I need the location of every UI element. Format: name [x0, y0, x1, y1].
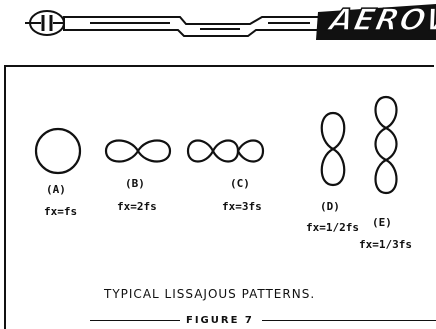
figure-frame	[4, 65, 434, 329]
pattern-a-letter: (A)	[46, 183, 66, 196]
pattern-e-letter: (E)	[372, 216, 392, 229]
pattern-d-loops	[320, 111, 346, 187]
pattern-a-circle	[34, 127, 82, 175]
pattern-d-relation: fx=1/2fs	[306, 221, 359, 234]
pattern-a-relation: fx=fs	[44, 205, 78, 218]
logo-banner	[316, 4, 436, 40]
pattern-d-letter: (D)	[320, 200, 340, 213]
pattern-e-loops	[374, 95, 398, 195]
pattern-b-relation: fx=2fs	[117, 200, 157, 213]
pattern-e-relation: fx=1/3fs	[359, 238, 412, 251]
figure-number-row: FIGURE 7	[90, 314, 436, 326]
figure-rule-right	[262, 320, 436, 321]
header-decoration	[25, 4, 436, 40]
figure-rule-left	[90, 320, 180, 321]
pattern-c-loops	[186, 139, 265, 163]
pattern-b-letter: (B)	[125, 177, 145, 190]
pattern-c-relation: fx=3fs	[222, 200, 262, 213]
aerovox-header: AEROVOX	[0, 0, 436, 48]
figure-number: FIGURE 7	[186, 315, 254, 326]
pattern-c-letter: (C)	[230, 177, 250, 190]
pattern-b-loops	[104, 139, 172, 163]
figure-caption: TYPICAL LISSAJOUS PATTERNS.	[104, 287, 316, 301]
